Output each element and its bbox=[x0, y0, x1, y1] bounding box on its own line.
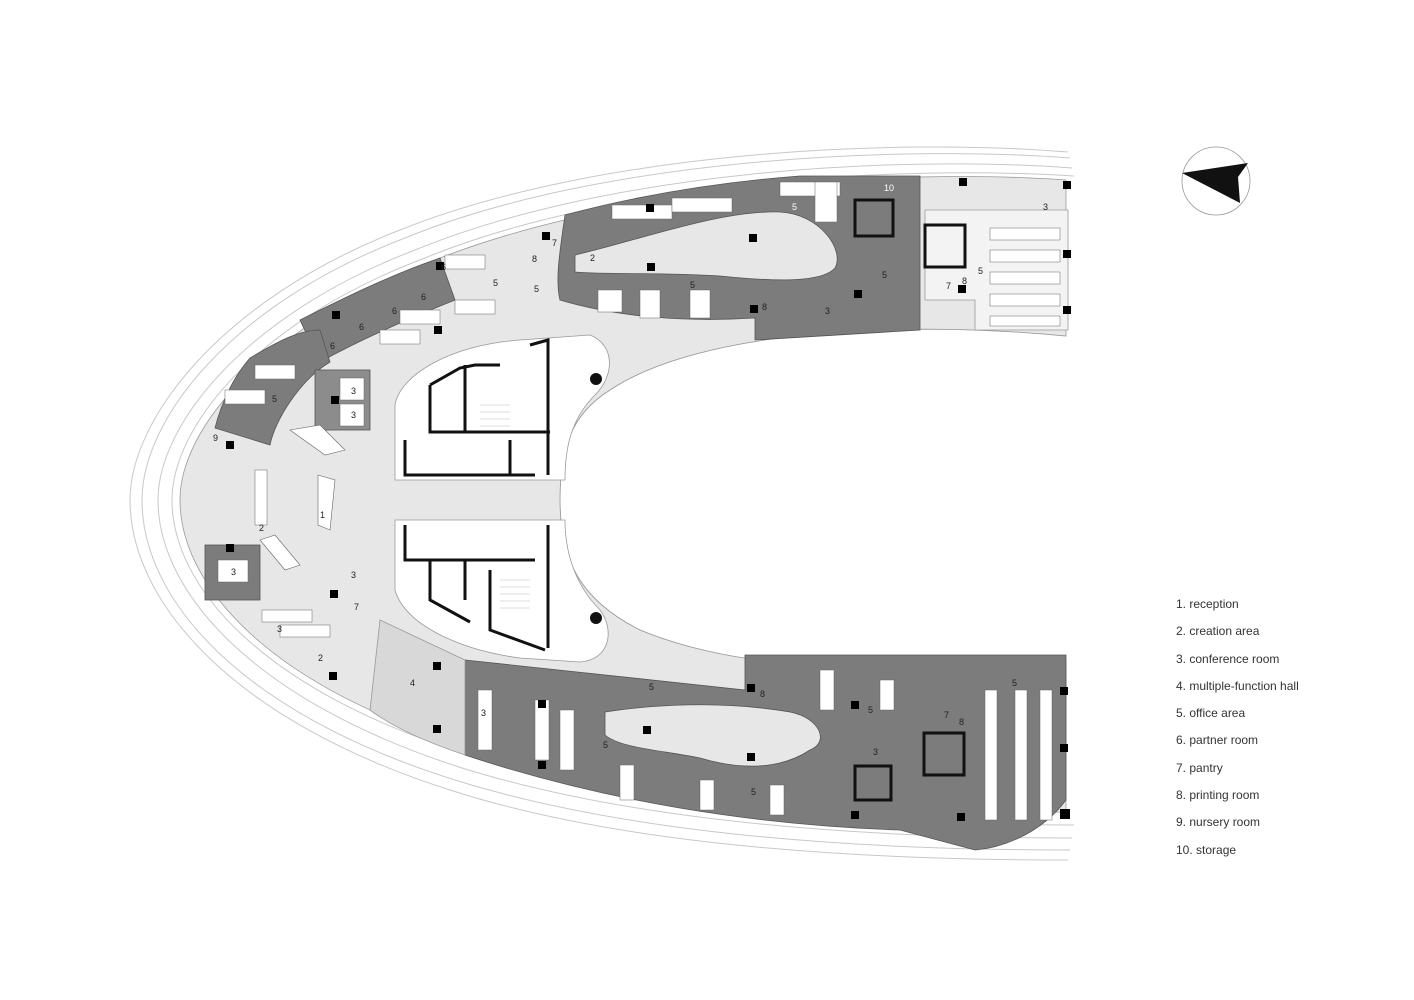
tag-printing-south: 8 bbox=[760, 689, 765, 699]
legend-item-pantry: 7. pantry bbox=[1176, 760, 1223, 775]
building-core bbox=[394, 334, 610, 663]
tag-conference-a: 3 bbox=[351, 386, 356, 396]
tag-office-10: 5 bbox=[751, 787, 756, 797]
tag-creation-west: 2 bbox=[259, 523, 264, 533]
tag-printing-north: 8 bbox=[532, 254, 537, 264]
tag-conference-f: 3 bbox=[1043, 202, 1048, 212]
tag-conference-g: 3 bbox=[481, 708, 486, 718]
tag-partner-3: 6 bbox=[392, 306, 397, 316]
courtyard-edge bbox=[559, 328, 1067, 670]
legend-item-partner-room: 6. partner room bbox=[1176, 733, 1259, 748]
tag-office-7: 5 bbox=[1012, 678, 1017, 688]
legend: 1. reception 2. creation area 3. confere… bbox=[1176, 594, 1299, 867]
tag-partner-1: 6 bbox=[359, 322, 364, 332]
tag-hall: 4 bbox=[410, 678, 415, 688]
tag-office-3: 5 bbox=[690, 280, 695, 290]
workstations bbox=[217, 181, 1061, 821]
structural-columns bbox=[226, 178, 1071, 821]
tag-office-11: 5 bbox=[649, 682, 654, 692]
legend-item-nursery-room: 9. nursery room bbox=[1176, 815, 1261, 830]
tag-pantry-north: 7 bbox=[552, 238, 557, 248]
tag-printing-east: 8 bbox=[762, 302, 767, 312]
tag-nursery: 9 bbox=[213, 433, 218, 443]
tag-partner-5: 6 bbox=[441, 262, 446, 272]
tag-printing-northeast: 8 bbox=[962, 276, 967, 286]
tag-conference-e: 3 bbox=[825, 306, 830, 316]
legend-item-multiple-function-hall: 4. multiple-function hall bbox=[1176, 678, 1299, 693]
tag-pantry-west: 7 bbox=[354, 602, 359, 612]
north-arrow-icon bbox=[1181, 146, 1251, 216]
tag-conference-h: 3 bbox=[873, 747, 878, 757]
room-tags: 1 2 2 2 3 3 3 3 3 3 3 3 3 4 5 5 5 5 5 5 … bbox=[213, 183, 1048, 797]
legend-item-conference-room: 3. conference room bbox=[1176, 651, 1280, 666]
tag-conference-b: 3 bbox=[351, 410, 356, 420]
tag-office-5: 5 bbox=[882, 270, 887, 280]
tag-creation-north: 2 bbox=[590, 253, 595, 263]
legend-item-office-area: 5. office area bbox=[1176, 706, 1246, 721]
tag-office-1: 5 bbox=[493, 278, 498, 288]
tag-office-8: 5 bbox=[868, 705, 873, 715]
service-cores bbox=[853, 198, 967, 802]
tag-storage: 10 bbox=[884, 183, 894, 193]
legend-item-reception: 1. reception bbox=[1176, 597, 1239, 611]
tag-conference-c: 3 bbox=[231, 567, 236, 577]
tag-printing-southeast: 8 bbox=[959, 717, 964, 727]
tag-reception: 1 bbox=[320, 510, 325, 520]
reception-furniture bbox=[259, 424, 346, 571]
multiple-function-hall bbox=[369, 619, 466, 756]
tag-office-12: 5 bbox=[534, 284, 539, 294]
tag-partner-4: 6 bbox=[421, 292, 426, 302]
tag-creation-southwest: 2 bbox=[318, 653, 323, 663]
tag-pantry-south: 7 bbox=[944, 710, 949, 720]
legend-item-storage: 10. storage bbox=[1176, 842, 1237, 857]
tag-office-9: 5 bbox=[603, 740, 608, 750]
creation-zone-north bbox=[574, 211, 838, 281]
tag-conference-d: 3 bbox=[277, 624, 282, 634]
creation-zone-south bbox=[604, 704, 821, 767]
tag-office-2: 5 bbox=[272, 394, 277, 404]
legend-item-printing-room: 8. printing room bbox=[1176, 788, 1260, 803]
tag-conference-i: 3 bbox=[351, 570, 356, 580]
tag-office-4: 5 bbox=[792, 202, 797, 212]
tag-office-6: 5 bbox=[978, 266, 983, 276]
tag-partner-2: 6 bbox=[330, 341, 335, 351]
tag-pantry-east: 7 bbox=[946, 281, 951, 291]
legend-item-creation-area: 2. creation area bbox=[1176, 624, 1260, 639]
